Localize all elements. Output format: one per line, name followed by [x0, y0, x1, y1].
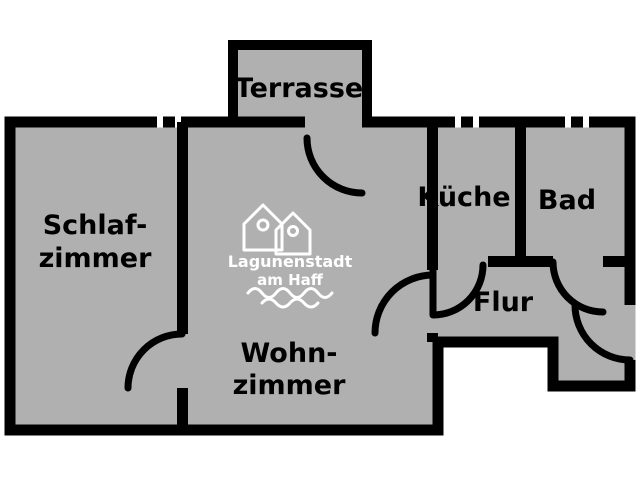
- apartment-outline: [4, 116, 636, 436]
- terrasse-door-opening: [305, 110, 362, 135]
- wall-flur-top-left: [488, 256, 553, 267]
- wall-schlafzimmer-stub: [177, 388, 188, 430]
- label-bad: Bad: [538, 185, 596, 216]
- label-schlafzimmer-line2: zimmer: [39, 243, 153, 274]
- wall-kueche-bad: [515, 122, 526, 267]
- window-icon: [565, 116, 571, 128]
- door-arcs: [124, 134, 634, 392]
- door-arc-schlafzimmer: [124, 330, 186, 392]
- door-leaf-kueche: [429, 262, 437, 315]
- wall-schlafzimmer-wohnzimmer: [177, 122, 188, 334]
- label-wohnzimmer-line2: zimmer: [233, 370, 347, 401]
- window-icon: [473, 116, 479, 128]
- wall-wohnzimmer-flur-stub: [427, 333, 438, 342]
- label-kueche: Küche: [417, 182, 510, 213]
- label-wohnzimmer-line1: Wohn-: [240, 338, 337, 369]
- door-arc-terrasse: [303, 134, 366, 197]
- interior-walls: [177, 122, 630, 430]
- door-arc-entrance: [571, 301, 634, 364]
- label-schlafzimmer-line1: Schlaf-: [43, 210, 148, 241]
- logo-houses-icon: [242, 203, 312, 256]
- entrance-opening: [622, 305, 636, 360]
- window-icon: [157, 116, 163, 128]
- label-terrasse: Terrasse: [235, 73, 363, 104]
- label-flur: Flur: [473, 287, 534, 318]
- window-icon: [583, 116, 589, 128]
- door-arc-bad: [549, 258, 607, 316]
- logo-waves-icon: [246, 287, 334, 309]
- logo-title: Lagunenstadt: [228, 252, 353, 271]
- door-arc-kueche: [429, 261, 487, 319]
- wall-wohnzimmer-kueche: [427, 122, 438, 270]
- window-icon: [455, 116, 461, 128]
- wall-flur-top-right: [603, 256, 630, 267]
- logo-subtitle: am Haff: [257, 271, 324, 289]
- logo: Lagunenstadt am Haff: [228, 203, 353, 309]
- door-arc-wohnzimmer-flur: [371, 271, 437, 337]
